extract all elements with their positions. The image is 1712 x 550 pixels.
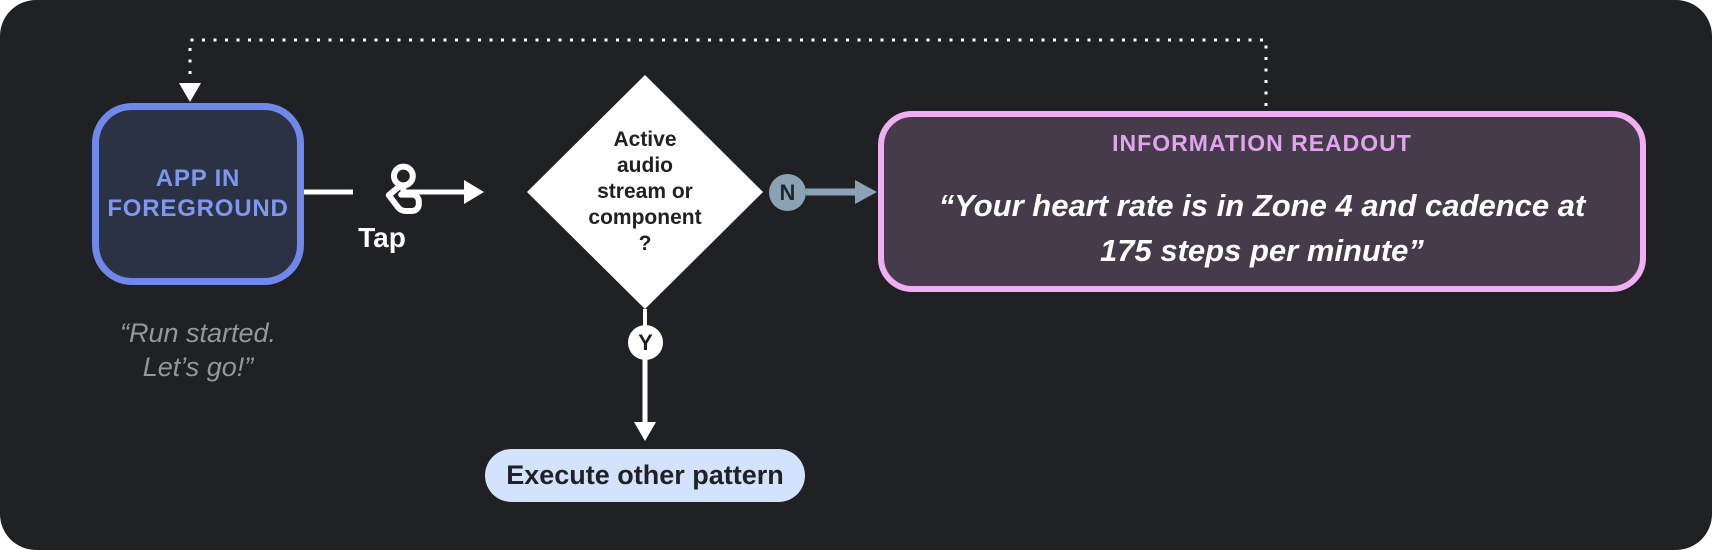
tap-edge-label: Tap	[358, 222, 406, 253]
decision-question-label: Active audio stream or component ?	[588, 128, 702, 255]
tap-gesture-icon	[385, 163, 422, 214]
node-app-in-foreground: APP IN FOREGROUND	[92, 103, 304, 285]
feedback-arrowhead-icon	[179, 83, 201, 102]
node-information-readout: INFORMATION READOUT “Your heart rate is …	[878, 111, 1646, 292]
app-voice-quote: “Run started. Let’s go!”	[119, 318, 277, 382]
information-readout-title: INFORMATION READOUT	[1112, 130, 1412, 156]
branch-no-badge: N	[769, 174, 806, 211]
node-execute-other-pattern: Execute other pattern	[485, 449, 805, 502]
execute-other-pattern-label: Execute other pattern	[506, 460, 784, 490]
branch-yes-badge: Y	[628, 325, 663, 360]
no-arrowhead-icon	[855, 180, 877, 204]
yes-arrowhead-icon	[634, 422, 656, 441]
feedback-dotted-path	[188, 38, 1268, 106]
tap-to-decision-arrowhead-icon	[464, 180, 484, 204]
app-in-foreground-label: APP IN FOREGROUND	[107, 165, 289, 222]
decision-diamond-shape	[527, 75, 763, 309]
information-readout-quote: “Your heart rate is in Zone 4 and cadenc…	[938, 188, 1586, 268]
